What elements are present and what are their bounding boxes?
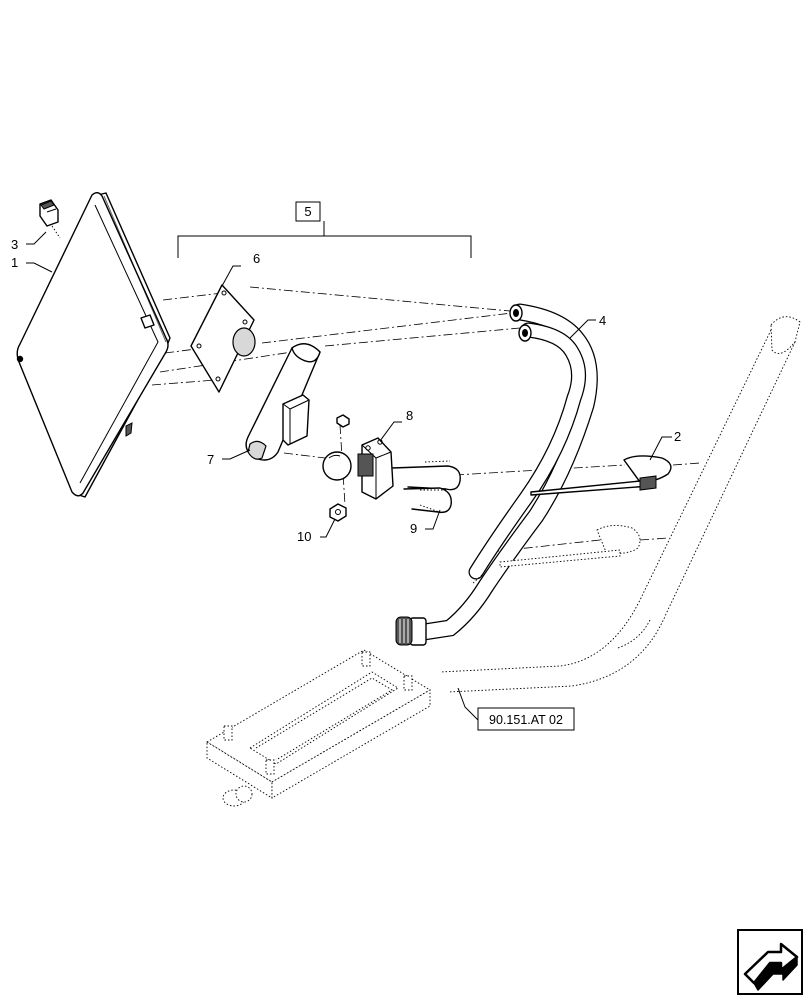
callout-3: 3 <box>11 237 18 252</box>
callout-5: 5 <box>304 204 311 219</box>
callout-6: 6 <box>253 251 260 266</box>
nut <box>329 414 350 522</box>
connector-cap <box>39 199 61 239</box>
mounting-plate <box>190 284 256 393</box>
phantom-rail <box>206 316 801 807</box>
u-bolts <box>391 460 461 514</box>
next-page-arrow-icon[interactable] <box>737 929 803 995</box>
kit-bracket: 5 <box>177 201 472 258</box>
clamp-arm <box>245 343 321 461</box>
callout-1: 1 <box>11 255 18 270</box>
callout-7: 7 <box>207 452 214 467</box>
callout-2: 2 <box>674 429 681 444</box>
callout-10: 10 <box>297 529 311 544</box>
callout-numbers: 3 1 6 7 8 10 9 4 2 <box>11 237 681 544</box>
callout-9: 9 <box>410 521 417 536</box>
ball-mount <box>322 437 394 500</box>
leader-lines <box>26 231 672 721</box>
callout-8: 8 <box>406 408 413 423</box>
cable-tie-phantom <box>499 525 641 568</box>
cable-tie <box>530 455 672 496</box>
reference-box[interactable]: 90.151.AT 02 <box>477 707 575 731</box>
callout-4: 4 <box>599 313 606 328</box>
tablet-display <box>16 192 171 498</box>
cable <box>395 303 598 646</box>
reference-label[interactable]: 90.151.AT 02 <box>489 713 563 727</box>
